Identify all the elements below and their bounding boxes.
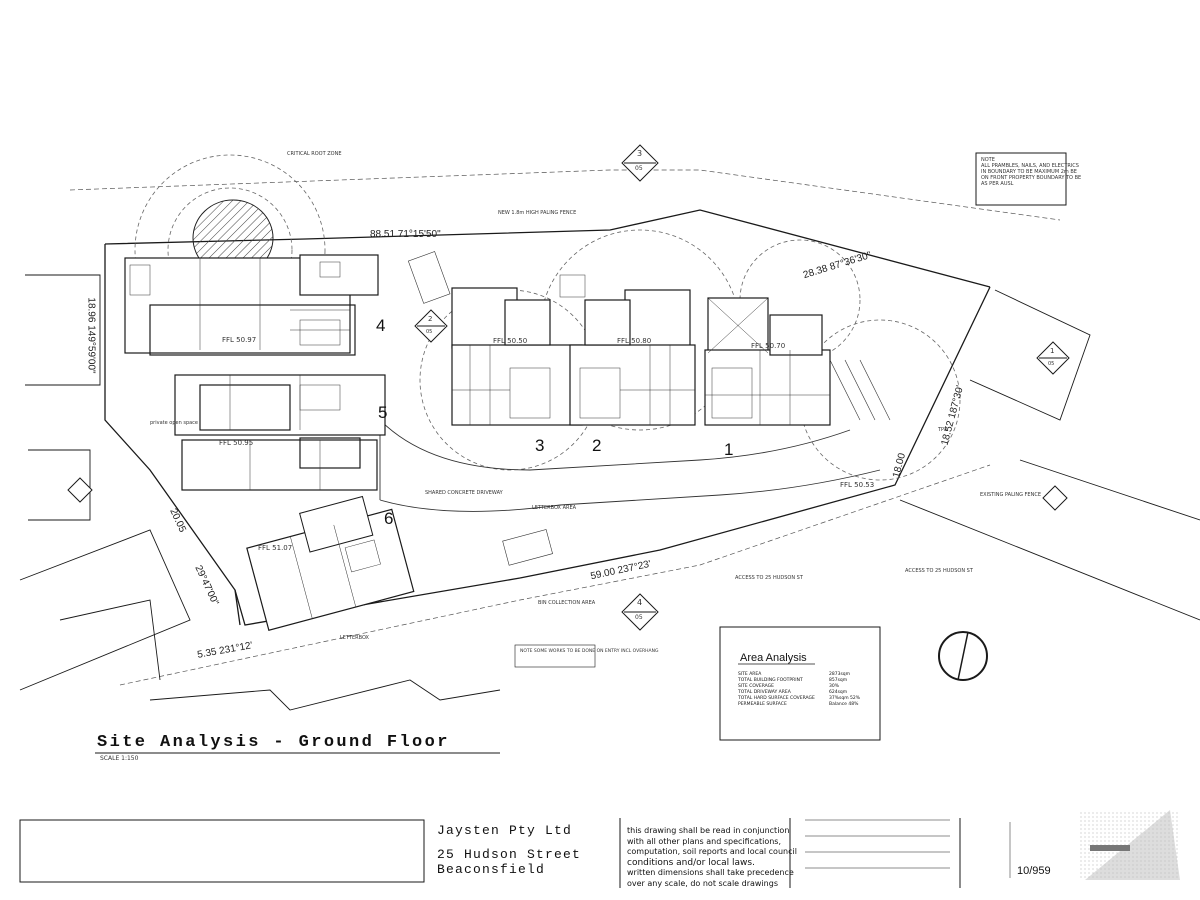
- section-marker-sheet: 05: [1048, 361, 1055, 367]
- unit-number-6: 6: [384, 509, 394, 528]
- area-row-value: 37%sqm 52%: [829, 696, 861, 701]
- area-row-label: SITE AREA: [738, 672, 762, 677]
- ffl-label: FFL 50.50: [493, 337, 528, 345]
- unit-number-3: 3: [535, 436, 545, 455]
- note-line: written dimensions shall take precedence: [627, 868, 794, 877]
- note-line: NOTE: [981, 157, 995, 163]
- section-marker-num: 1: [1050, 347, 1055, 355]
- unit-6-footprint: [246, 495, 415, 632]
- ffl-label: FFL 50.70: [751, 342, 786, 350]
- unit-block-left-detail: [129, 258, 350, 490]
- street-boundary-dashed: [69, 169, 1061, 686]
- note-line: ALL PRAMBLES, NAILS, AND ELECTRICS: [981, 163, 1079, 169]
- ffl-label: FFL 50.97: [222, 336, 257, 344]
- area-analysis-title: Area Analysis: [740, 652, 807, 664]
- neighbouring-lots: [19, 274, 1200, 711]
- annotation-access-2: ACCESS TO 25 HUDSON ST: [905, 568, 973, 574]
- unit-1-footprint: [704, 297, 831, 426]
- title-block-logo-icon: [1080, 810, 1180, 880]
- unit-number-4: 4: [376, 316, 386, 335]
- note-line: with all other plans and specifications,: [627, 836, 782, 846]
- section-marker-sheet: 05: [426, 329, 433, 335]
- note-line: ON FRONT PROPERTY BOUNDARY TO BE: [981, 175, 1082, 181]
- unit-number-5: 5: [378, 403, 388, 422]
- note-box-frame: [975, 152, 1067, 206]
- annotation-existing-fence: EXISTING PALING FENCE: [980, 492, 1041, 498]
- note-line: this drawing shall be read in conjunctio…: [627, 826, 790, 835]
- area-row-value: 857sqm: [829, 678, 848, 683]
- area-row-label: TOTAL BUILDING FOOTPRINT: [738, 678, 803, 683]
- note-line: AS PER AUSL: [981, 181, 1014, 187]
- title-block: [19, 818, 1011, 888]
- small-note-frame: [514, 644, 596, 668]
- shared-driveway: [379, 419, 881, 512]
- note-box: NOTE ALL PRAMBLES, NAILS, AND ELECTRICS …: [981, 157, 1081, 187]
- annotation-courtyard: private open space: [150, 420, 199, 426]
- section-marker-sheet: 05: [635, 165, 643, 172]
- scale-note: SCALE 1:150: [100, 755, 139, 762]
- area-row-value: 624sqm: [829, 690, 848, 695]
- annotation-tpz: TPZ: [938, 427, 948, 433]
- annotation-letterbox-area: LETTERBOX AREA: [532, 505, 577, 511]
- area-row-label: TOTAL DRIVEWAY AREA: [738, 690, 791, 695]
- annotation-root-zone: CRITICAL ROOT ZONE: [287, 151, 342, 157]
- units-2-3-footprint: [451, 287, 696, 426]
- bearing-left: 18.96 149°59'00": [85, 297, 97, 374]
- area-row-label: TOTAL HARD SURFACE COVERAGE: [738, 696, 815, 701]
- area-analysis-rows: SITE AREA TOTAL BUILDING FOOTPRINT SITE …: [738, 672, 815, 708]
- ffl-label: FFL 50.80: [617, 337, 652, 345]
- section-marker-sheet: 05: [635, 614, 643, 621]
- units-2-3-detail: [452, 274, 695, 425]
- annotation-access-1: ACCESS TO 25 HUDSON ST: [735, 575, 803, 581]
- area-row-label: PERMEABLE SURFACE: [738, 702, 787, 707]
- note-line: over any scale, do not scale drawings: [627, 878, 778, 888]
- annotation-concrete-driveway: SHARED CONCRETE DRIVEWAY: [425, 490, 503, 496]
- annotation-new-fence: NEW 1.8m HIGH PALING FENCE: [498, 210, 577, 216]
- area-row-label: SITE COVERAGE: [738, 684, 775, 689]
- annotation-letterbox: LETTERBOX: [340, 635, 369, 641]
- area-analysis-frame: [719, 626, 881, 741]
- annotation-small-note: NOTE SOME WORKS TO BE DONE ON ENTRY INCL…: [520, 649, 659, 654]
- area-row-value: Balance 48%: [829, 702, 859, 707]
- area-row-value: 2873sqm: [829, 672, 851, 677]
- bearing-top: 88.51 71°15'50": [370, 229, 441, 240]
- ffl-label: FFL 50.53: [840, 481, 875, 489]
- note-line: IN BOUNDARY TO BE MAXIMUM 2m BE: [981, 169, 1077, 175]
- section-marker-num: 4: [637, 598, 643, 607]
- ffl-label: FFL 50.95: [219, 439, 254, 447]
- note-line: conditions and/or local laws.: [627, 857, 755, 868]
- area-row-value: 30%: [829, 684, 840, 689]
- section-markers: [67, 144, 1070, 631]
- section-marker-num: 2: [428, 315, 433, 323]
- unit-1-detail: [705, 297, 830, 425]
- project-address-line1: 25 Hudson Street: [437, 847, 582, 862]
- drawing-title: Site Analysis - Ground Floor: [97, 733, 450, 752]
- unit-number-2: 2: [592, 436, 602, 455]
- site-details: [407, 251, 891, 566]
- title-block-notes: this drawing shall be read in conjunctio…: [627, 826, 797, 889]
- unit-block-left: [124, 254, 386, 491]
- project-address-line2: Beaconsfield: [437, 862, 546, 877]
- area-analysis-values: 2873sqm 857sqm 30% 624sqm 37%sqm 52% Bal…: [829, 672, 860, 708]
- client-name: Jaysten Pty Ltd: [437, 823, 573, 838]
- annotation-collection-area: BIN COLLECTION AREA: [538, 600, 596, 606]
- drawing-number: 10/959: [1017, 865, 1051, 877]
- north-arrow-icon: [938, 631, 988, 681]
- ffl-label: FFL 51.07: [258, 544, 293, 552]
- section-marker-num: 3: [637, 149, 643, 158]
- unit-number-1: 1: [724, 440, 734, 459]
- note-line: computation, soil reports and local coun…: [627, 847, 797, 856]
